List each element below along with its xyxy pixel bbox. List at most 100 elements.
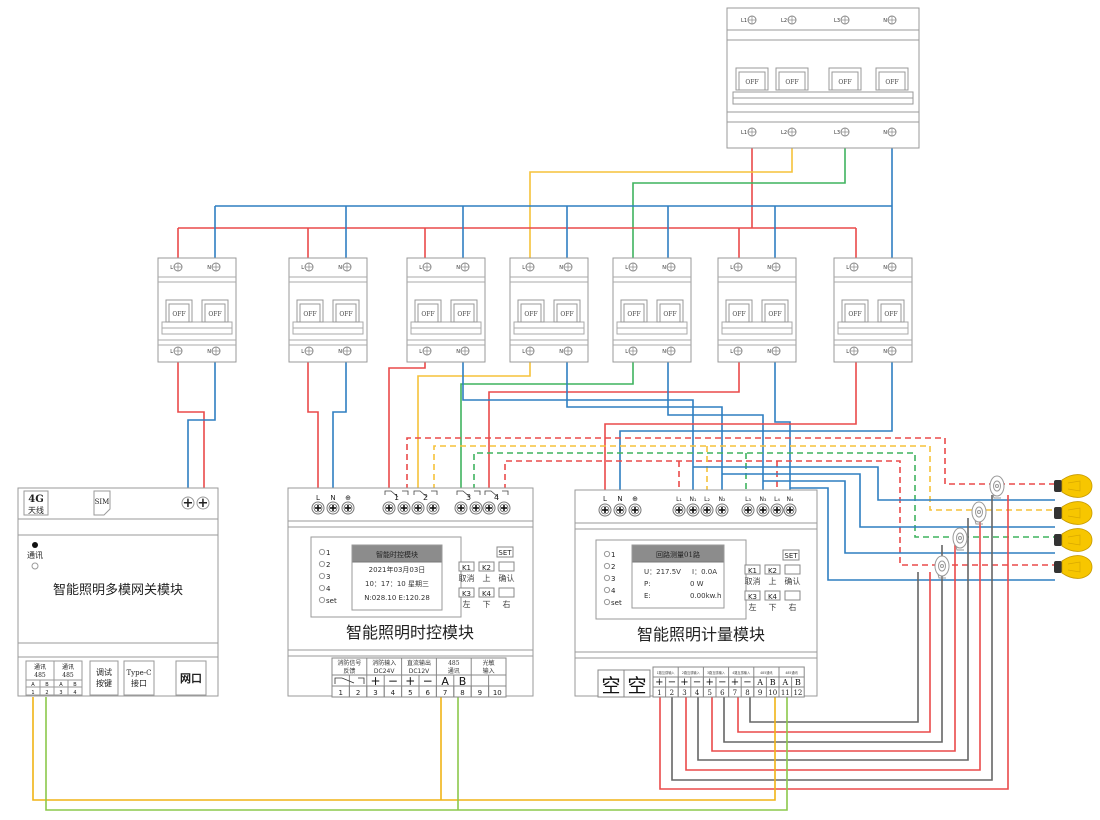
key-blank-右[interactable]: 右 — [784, 590, 801, 612]
relay-terminal — [397, 501, 411, 515]
ethernet-port[interactable] — [175, 660, 207, 696]
terminal-number: 10 — [493, 689, 502, 697]
key-K2-上[interactable]: K2上 — [764, 564, 781, 586]
breaker-switch-off[interactable]: OFF — [875, 67, 909, 91]
breaker-switch-off[interactable]: OFF — [725, 299, 753, 323]
breaker-switch-off[interactable]: OFF — [841, 299, 869, 323]
indicator-led-set: set — [603, 598, 622, 607]
breaker-switch-off[interactable]: OFF — [296, 299, 324, 323]
antenna-label: 4G — [28, 494, 44, 505]
breaker-switch-off[interactable]: OFF — [165, 299, 193, 323]
svg-text:4: 4 — [611, 587, 616, 595]
key-blank-确认[interactable]: 确认 — [784, 564, 801, 586]
svg-text:1: 1 — [611, 551, 615, 559]
power-terminal-label: ⊕ — [632, 495, 638, 503]
svg-text:上: 上 — [483, 574, 491, 583]
loop-terminal — [741, 503, 755, 517]
svg-text:1: 1 — [326, 549, 330, 557]
svg-text:取消: 取消 — [459, 573, 475, 583]
breaker-switch-off[interactable]: OFF — [656, 299, 684, 323]
set-button[interactable]: SET — [782, 549, 800, 561]
terminal-l: L — [522, 262, 535, 272]
svg-text:K1: K1 — [462, 564, 471, 572]
set-button[interactable]: SET — [496, 546, 514, 558]
loop-terminal-label: N₂ — [719, 496, 726, 503]
svg-text:K3: K3 — [748, 593, 757, 601]
debug-button[interactable] — [89, 660, 119, 696]
meter-screen-energy-label: E: — [644, 592, 651, 600]
svg-text:Type-C: Type-C — [127, 669, 152, 677]
svg-text:485: 485 — [34, 672, 46, 679]
svg-text:OFF: OFF — [785, 79, 798, 86]
svg-text:接口: 接口 — [131, 678, 147, 688]
terminal-n: N — [662, 262, 676, 272]
breaker-switch-off[interactable]: OFF — [775, 67, 809, 91]
breaker-switch-off[interactable]: OFF — [414, 299, 442, 323]
breaker-switch-off[interactable]: OFF — [553, 299, 581, 323]
svg-text:N: N — [456, 349, 460, 355]
svg-text:K3: K3 — [462, 590, 471, 598]
terminal-l2: L2 — [781, 15, 797, 25]
terminal-symbol: B — [795, 678, 801, 687]
key-K2-上[interactable]: K2上 — [478, 561, 495, 583]
terminal-group-title: 3路互感输入 — [707, 670, 726, 675]
svg-text:N: N — [662, 265, 666, 271]
relay-terminal — [454, 501, 468, 515]
terminal-symbol: B — [770, 678, 776, 687]
svg-text:2: 2 — [326, 561, 330, 569]
svg-text:L: L — [625, 349, 628, 355]
breaker-switch-off[interactable]: OFF — [735, 67, 769, 91]
terminal-l1: L1 — [741, 127, 757, 137]
terminal-group-title: 消防信号 — [337, 659, 361, 667]
breaker-switch-off[interactable]: OFF — [517, 299, 545, 323]
svg-text:N: N — [662, 349, 666, 355]
key-blank-确认[interactable]: 确认 — [498, 561, 515, 583]
power-terminal-label: N — [617, 495, 622, 503]
terminal-symbol: B — [459, 675, 467, 688]
loop-terminal — [783, 503, 797, 517]
typec-port[interactable] — [123, 660, 155, 696]
svg-text:L3: L3 — [834, 130, 840, 136]
svg-text:L: L — [730, 349, 733, 355]
terminal-number: 3 — [682, 689, 686, 697]
indicator-led-2: 2 — [603, 562, 615, 571]
terminal-group-subtitle: DC12V — [409, 668, 430, 675]
svg-text:OFF: OFF — [732, 311, 745, 318]
relay-terminal — [382, 501, 396, 515]
terminal-n: N — [207, 262, 221, 272]
lamp-bulb-icon — [1054, 474, 1093, 498]
breaker-switch-off[interactable]: OFF — [332, 299, 360, 323]
power-terminal — [613, 503, 627, 517]
loop-terminal-label: N₁ — [690, 496, 697, 503]
svg-text:确认: 确认 — [785, 576, 801, 586]
key-K4-下[interactable]: K4下 — [764, 590, 781, 612]
breaker-switch-off[interactable]: OFF — [620, 299, 648, 323]
terminal-group-title: 485通讯 — [760, 670, 773, 675]
svg-text:L3: L3 — [834, 18, 840, 24]
svg-text:L: L — [730, 265, 733, 271]
key-K3-左[interactable]: K3左 — [458, 587, 475, 609]
terminal-number: 7 — [733, 689, 737, 697]
wire-l2-feed — [529, 140, 793, 262]
svg-text:L: L — [301, 265, 304, 271]
breaker-switch-off[interactable]: OFF — [201, 299, 229, 323]
svg-text:OFF: OFF — [627, 311, 640, 318]
terminal-l: L — [846, 346, 859, 356]
key-K4-下[interactable]: K4下 — [478, 587, 495, 609]
breaker-switch-off[interactable]: OFF — [761, 299, 789, 323]
breaker-switch-off[interactable]: OFF — [877, 299, 905, 323]
terminal-l: L — [846, 262, 859, 272]
breaker-switch-off[interactable]: OFF — [450, 299, 478, 323]
breaker-switch-off[interactable]: OFF — [828, 67, 862, 91]
timer-screen-readings: N:028.10 E:120.28 — [364, 594, 430, 602]
key-K3-左[interactable]: K3左 — [744, 590, 761, 612]
key-blank-右[interactable]: 右 — [498, 587, 515, 609]
meter-screen-current: I：0.0A — [692, 568, 717, 576]
terminal-l3: L3 — [834, 15, 850, 25]
power-terminal-label: L — [603, 495, 607, 503]
